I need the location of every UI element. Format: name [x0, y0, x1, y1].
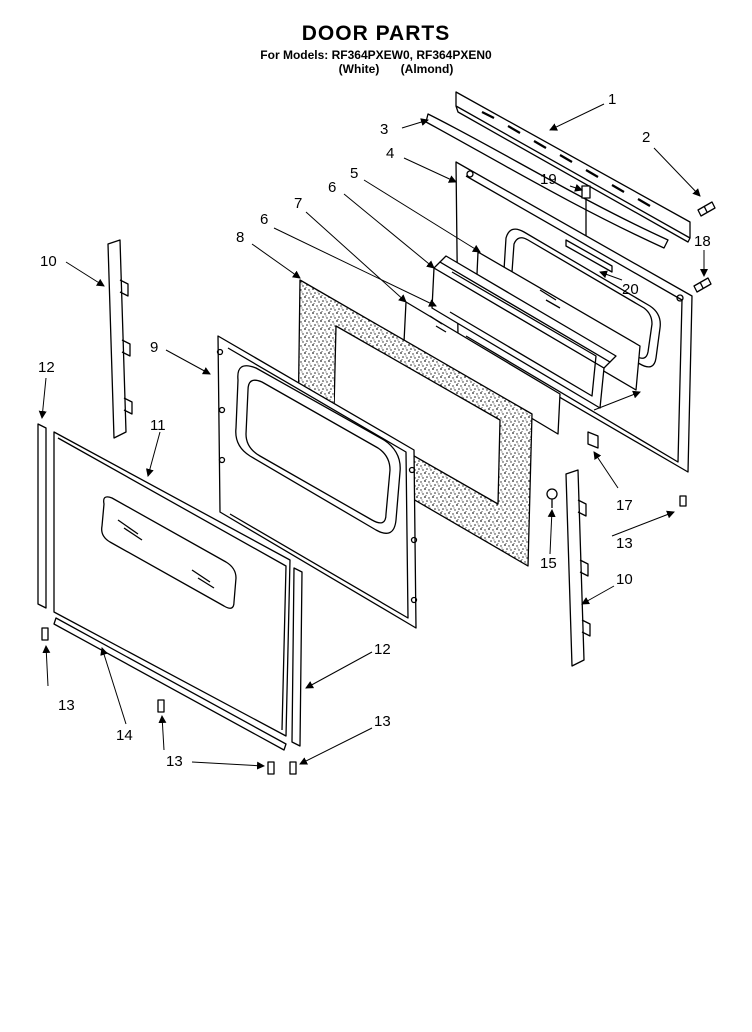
callout-13-bottom-right: 13 — [374, 713, 391, 730]
callout-5: 5 — [350, 165, 358, 182]
part-13-screw-a — [679, 495, 687, 507]
part-12-left-side-trim — [37, 423, 47, 609]
callout-labels: 1 2 3 4 5 6 7 6 8 19 18 20 10 9 12 11 17… — [38, 91, 711, 770]
model-numbers: For Models: RF364PXEW0, RF364PXEN0 — [260, 48, 492, 62]
color-white-label: (White) — [338, 62, 380, 76]
part-13-screw-e — [289, 761, 297, 775]
part-7-middle-glass — [403, 301, 561, 435]
part-3-vent-deflector — [425, 113, 669, 249]
part-14-bottom-trim — [53, 617, 287, 751]
part-10-left-hinge — [107, 239, 133, 439]
callout-11: 11 — [150, 417, 166, 434]
callout-6-rear: 6 — [328, 179, 336, 196]
callout-12-right: 12 — [374, 641, 391, 658]
model-colors: (White) (Almond) — [0, 62, 752, 76]
callout-4: 4 — [386, 145, 394, 162]
part-10-right-hinge — [565, 469, 591, 667]
callout-9: 9 — [150, 339, 158, 356]
callout-15: 15 — [540, 555, 557, 572]
part-13-screw-d — [267, 761, 275, 775]
callout-18: 18 — [694, 233, 711, 250]
callout-13-left: 13 — [58, 697, 75, 714]
diagram-header: DOOR PARTS For Models: RF364PXEW0, RF364… — [0, 22, 752, 76]
callout-8: 8 — [236, 229, 244, 246]
part-12-right-side-trim — [291, 567, 303, 747]
page-title: DOOR PARTS — [301, 22, 451, 45]
callout-6-front: 6 — [260, 211, 268, 228]
part-15-screw — [546, 488, 558, 508]
callout-10-right: 10 — [616, 571, 633, 588]
callout-2: 2 — [642, 129, 650, 146]
part-8-door-insulation — [297, 279, 533, 567]
part-11-outer-door-panel — [53, 431, 291, 737]
callout-19: 19 — [540, 171, 557, 188]
callout-13-right: 13 — [616, 535, 633, 552]
callout-17: 17 — [616, 497, 633, 514]
part-13-screw-c — [157, 699, 165, 713]
callout-13-bottom: 13 — [166, 753, 183, 770]
callout-leader-lines — [38, 103, 708, 770]
color-almond-label: (Almond) — [400, 62, 454, 76]
callout-14: 14 — [116, 727, 133, 744]
part-9-door-frame — [216, 335, 418, 629]
part-6-glass-pack-rear — [431, 255, 617, 409]
part-17-clip — [587, 431, 599, 449]
part-20-bracket — [565, 239, 613, 273]
part-1-door-vent-trim — [455, 91, 691, 243]
callout-7: 7 — [294, 195, 302, 212]
part-18-screw — [693, 277, 712, 293]
callout-12-left: 12 — [38, 359, 55, 376]
callout-20: 20 — [622, 281, 639, 298]
callout-3: 3 — [380, 121, 388, 138]
callout-10-left: 10 — [40, 253, 57, 270]
part-2-screw — [697, 201, 716, 217]
callout-1: 1 — [608, 91, 616, 108]
part-13-screw-b — [41, 627, 49, 641]
